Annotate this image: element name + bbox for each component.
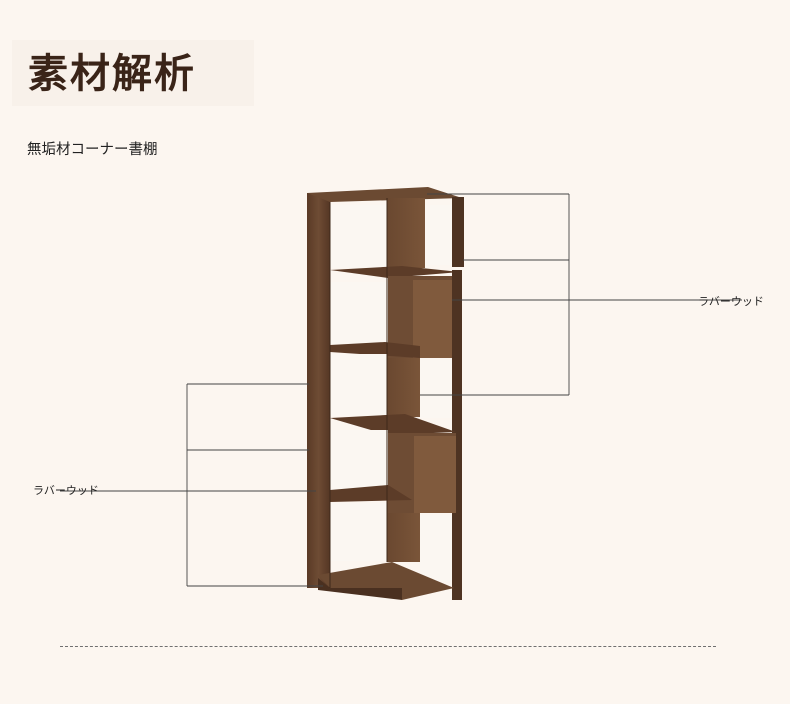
bookshelf (307, 187, 464, 600)
right-callout-lines (420, 193, 742, 396)
base-board (318, 562, 454, 600)
shelf-2 (330, 342, 420, 358)
dashed-divider (60, 646, 716, 647)
shelf-1 (330, 266, 460, 278)
product-name: 無垢材コーナー書棚 (27, 142, 158, 158)
material-label-left: ラバーウッド (33, 484, 99, 497)
material-label-right: ラバーウッド (698, 295, 764, 308)
left-callout-lines (60, 383, 323, 587)
back-panel-1 (387, 198, 425, 268)
title-background (12, 40, 254, 106)
page-title: 素材解析 (28, 51, 196, 97)
left-side-panel (307, 193, 330, 588)
shelf-4 (330, 485, 412, 502)
shelf-3 (330, 414, 456, 435)
right-post-top (452, 197, 464, 267)
top-board (307, 187, 462, 202)
right-post (452, 270, 462, 600)
